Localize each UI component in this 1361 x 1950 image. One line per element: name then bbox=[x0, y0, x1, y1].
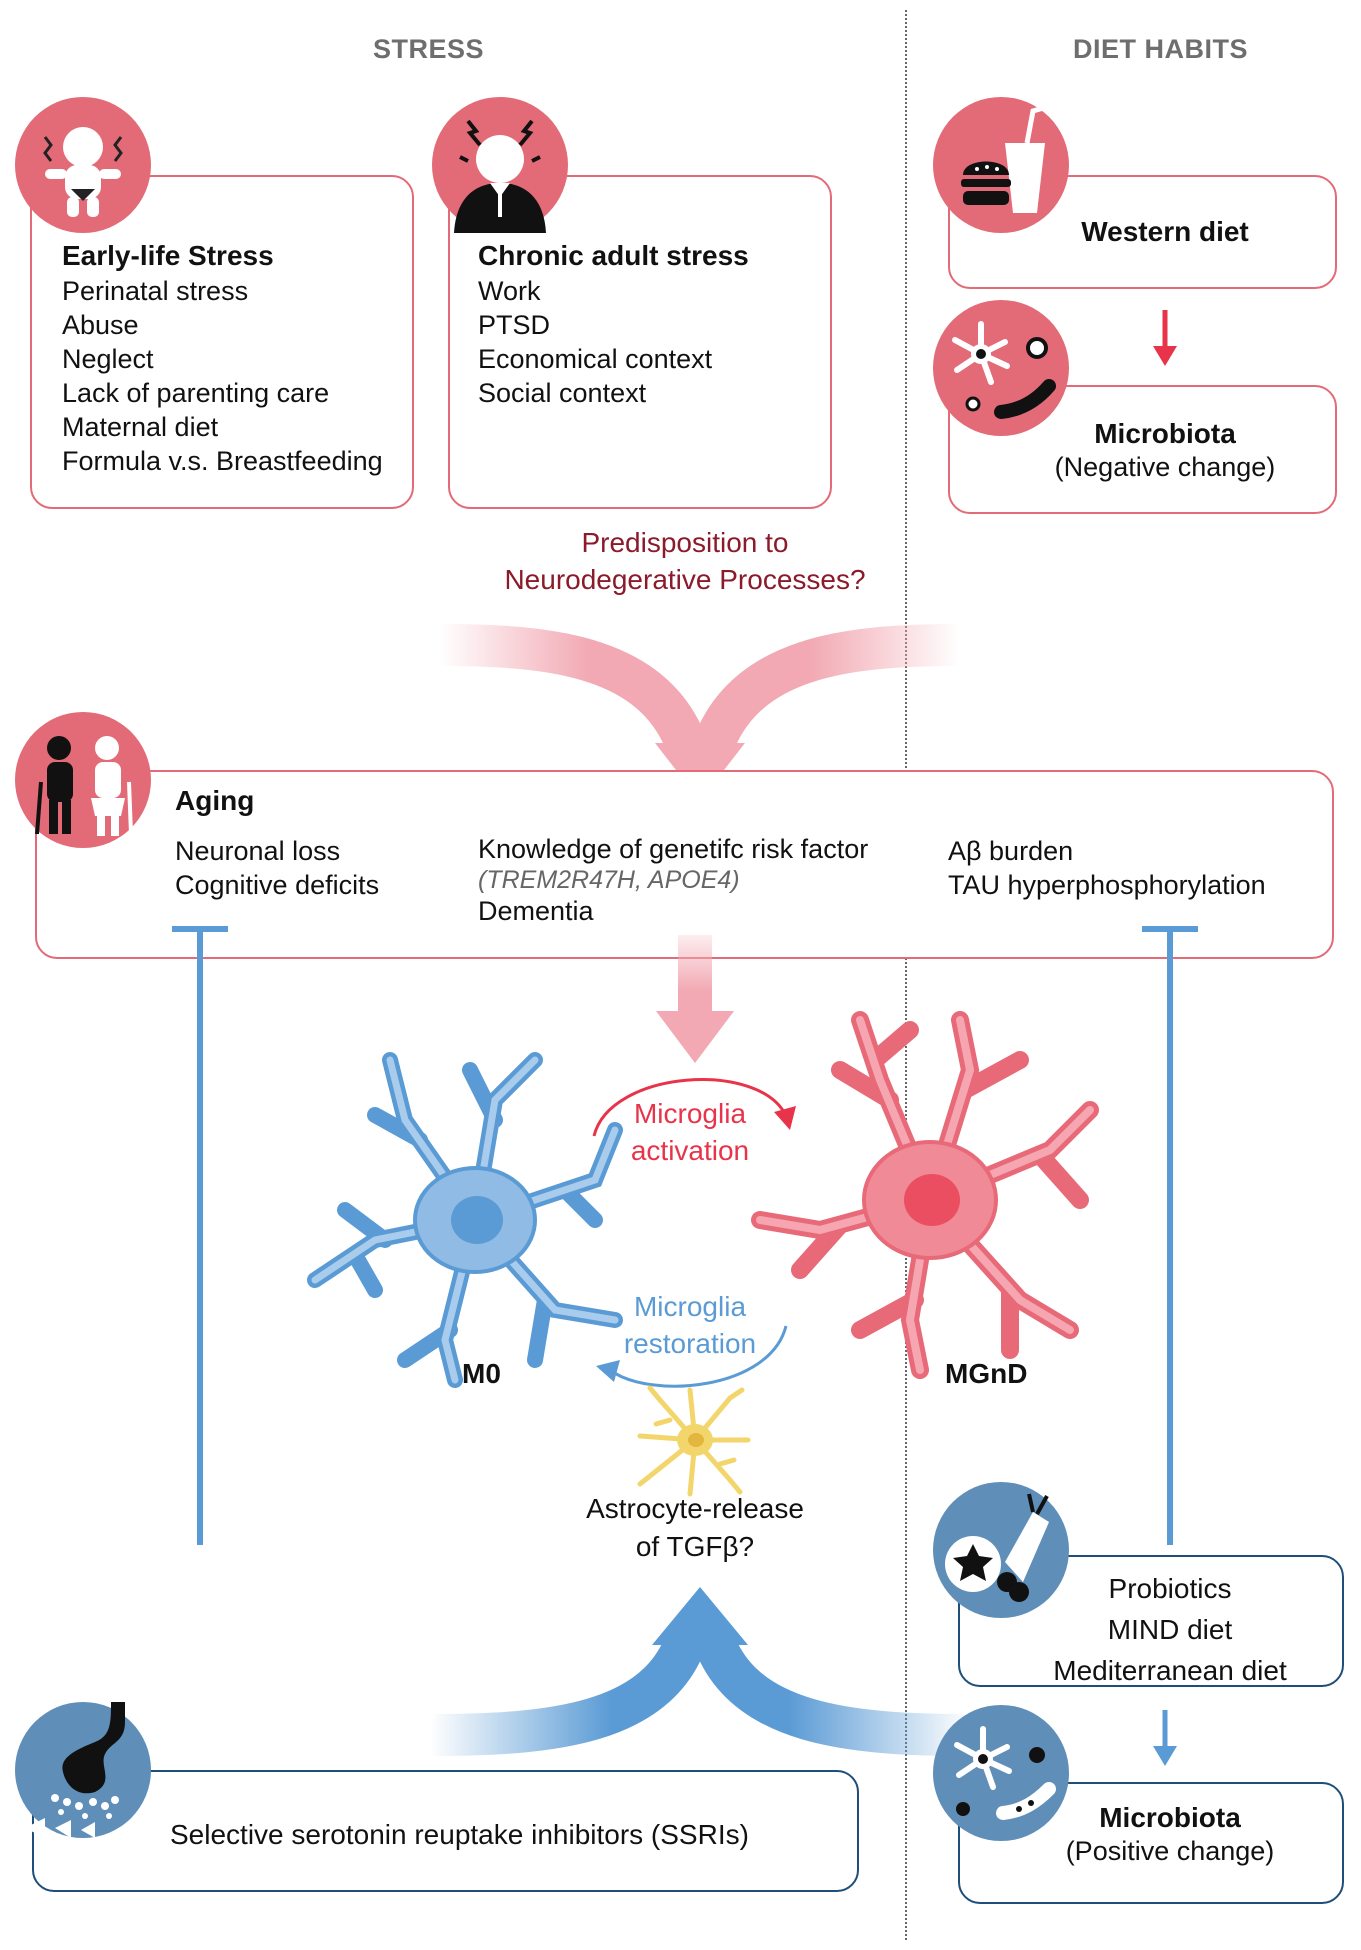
microbiota-positive-subtitle: (Positive change) bbox=[1065, 1836, 1275, 1866]
activation-line1: Microglia bbox=[633, 1098, 747, 1129]
ssri-box bbox=[32, 1770, 859, 1892]
list-item: Work bbox=[478, 276, 541, 306]
restoration-arrow bbox=[596, 1325, 788, 1388]
dementia-text: Dementia bbox=[478, 896, 594, 926]
inhibition-line-left bbox=[172, 926, 228, 1545]
bacteria-icon bbox=[933, 300, 1069, 436]
microbiota-negative-title: Microbiota bbox=[1094, 418, 1236, 449]
activation-arrow bbox=[592, 1078, 796, 1137]
aging-title: Aging bbox=[175, 785, 255, 816]
red-down-arrow bbox=[1153, 310, 1177, 366]
chronic-stress-title: Chronic adult stress bbox=[478, 240, 749, 271]
astrocyte-line2: of TGFβ? bbox=[635, 1531, 755, 1562]
fast-food-icon bbox=[933, 97, 1069, 233]
elderly-couple-icon bbox=[15, 712, 151, 848]
m0-label: M0 bbox=[462, 1358, 501, 1389]
early-life-stress-title: Early-life Stress bbox=[62, 240, 274, 271]
list-item: Formula v.s. Breastfeeding bbox=[62, 446, 383, 476]
genetic-risk-text: Knowledge of genetifc risk factor bbox=[478, 834, 869, 864]
list-item: PTSD bbox=[478, 310, 551, 340]
list-item: Neuronal loss bbox=[175, 836, 341, 866]
list-item: Lack of parenting care bbox=[62, 378, 330, 408]
aging-box bbox=[35, 770, 1334, 959]
header-diet-habits: DIET HABITS bbox=[1073, 34, 1249, 64]
microbiota-positive-title: Microbiota bbox=[1099, 1802, 1241, 1833]
list-item: Perinatal stress bbox=[62, 276, 249, 306]
baby-icon bbox=[15, 97, 151, 233]
m0-microglia-cell bbox=[307, 1052, 623, 1388]
genetic-risk-genes: (TREM2R47H, APOE4) bbox=[478, 866, 740, 894]
healthy-food-icon bbox=[933, 1482, 1069, 1618]
predisposition-line1: Predisposition to bbox=[581, 527, 789, 558]
stressed-person-icon bbox=[432, 97, 568, 233]
activation-line2: activation bbox=[630, 1135, 750, 1166]
list-item: Maternal diet bbox=[62, 412, 219, 442]
list-item: Economical context bbox=[478, 344, 713, 374]
pink-down-arrow bbox=[656, 935, 734, 1063]
list-item: Cognitive deficits bbox=[175, 870, 380, 900]
restoration-line1: Microglia bbox=[633, 1291, 747, 1322]
western-diet-box bbox=[948, 175, 1337, 289]
ssri-label: Selective serotonin reuptake inhibitors … bbox=[170, 1819, 749, 1850]
inhibition-line-right bbox=[1142, 926, 1198, 1545]
list-item: Social context bbox=[478, 378, 647, 408]
predisposition-line2: Neurodegerative Processes? bbox=[504, 564, 866, 595]
restoration-line2: restoration bbox=[623, 1328, 757, 1359]
list-item: MIND diet bbox=[1107, 1614, 1233, 1645]
astrocyte-icon bbox=[637, 1385, 751, 1497]
header-stress: STRESS bbox=[373, 34, 485, 64]
list-item: TAU hyperphosphorylation bbox=[948, 870, 1266, 900]
western-diet-title: Western diet bbox=[1081, 216, 1249, 247]
mgnd-microglia-cell bbox=[751, 1011, 1099, 1379]
blue-converging-arrow bbox=[430, 1587, 970, 1756]
good-bacteria-icon bbox=[933, 1705, 1069, 1841]
synapse-icon bbox=[15, 1702, 151, 1838]
section-divider bbox=[905, 10, 907, 1940]
astrocyte-line1: Astrocyte-release bbox=[586, 1493, 804, 1524]
mgnd-label: MGnD bbox=[945, 1358, 1028, 1389]
blue-down-arrow bbox=[1153, 1710, 1177, 1766]
list-item: Mediterranean diet bbox=[1053, 1655, 1287, 1686]
list-item: Aβ burden bbox=[948, 836, 1074, 866]
microbiota-negative-subtitle: (Negative change) bbox=[1054, 452, 1276, 482]
list-item: Neglect bbox=[62, 344, 154, 374]
list-item: Abuse bbox=[62, 310, 139, 340]
list-item: Probiotics bbox=[1108, 1573, 1232, 1604]
